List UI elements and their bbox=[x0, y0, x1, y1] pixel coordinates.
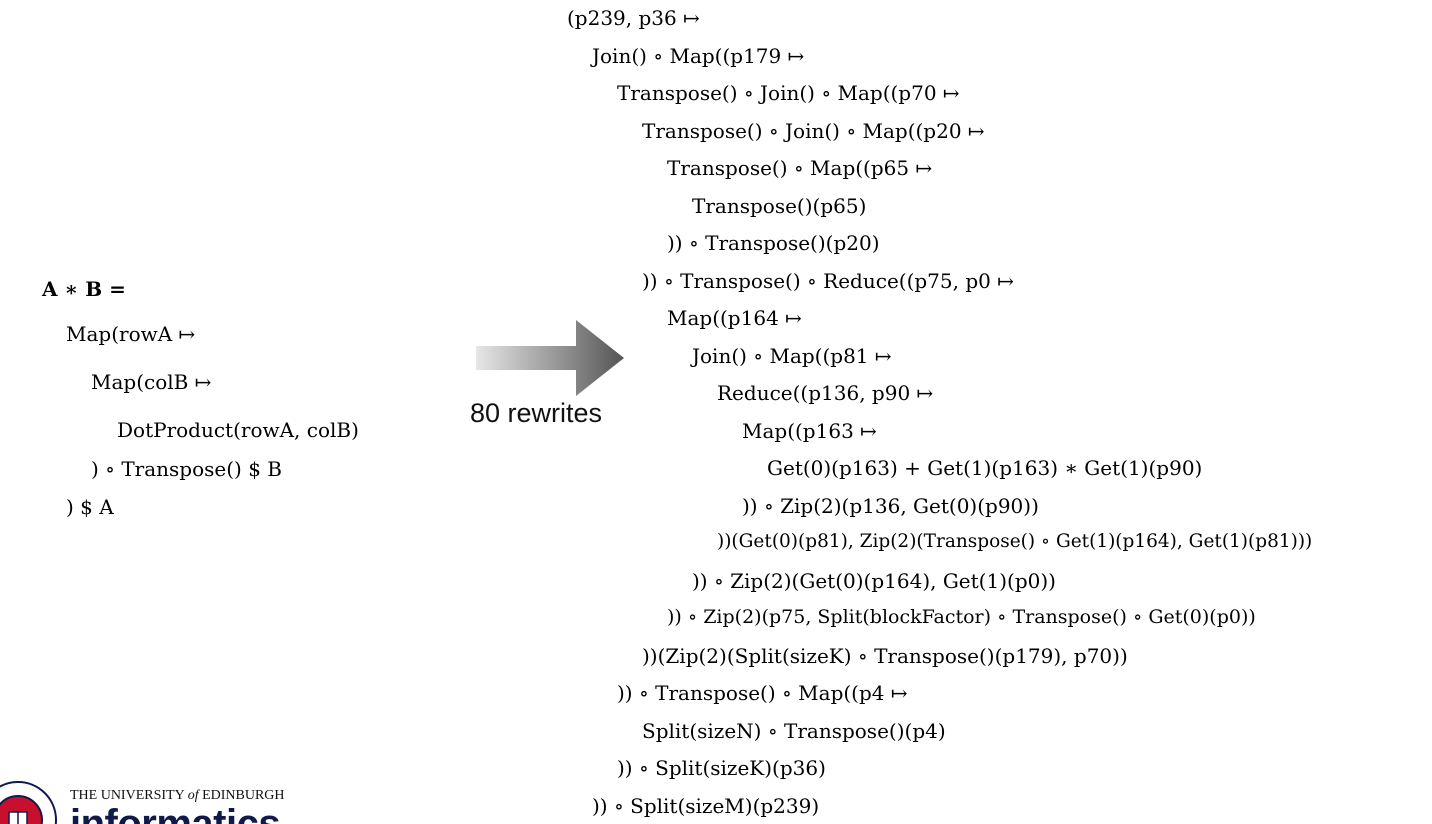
logo-informatics: informatics bbox=[70, 802, 281, 824]
code-line: Transpose()(p65) bbox=[692, 194, 867, 218]
code-line: Map((p164 ↦ bbox=[667, 306, 802, 330]
code-line: )) ∘ Zip(2)(Get(0)(p164), Get(1)(p0)) bbox=[692, 569, 1056, 593]
spec-line: DotProduct(rowA, colB) bbox=[117, 418, 359, 442]
spec-line: ) ∘ Transpose() $ B bbox=[91, 457, 282, 481]
code-line: )) ∘ Transpose()(p20) bbox=[667, 231, 880, 255]
spec-line: Map(rowA ↦ bbox=[66, 322, 196, 346]
code-line: Transpose() ∘ Join() ∘ Map((p20 ↦ bbox=[642, 119, 985, 143]
logo-university-name: THE UNIVERSITY of EDINBURGH bbox=[70, 788, 285, 803]
code-line: Transpose() ∘ Join() ∘ Map((p70 ↦ bbox=[617, 81, 960, 105]
code-line: )) ∘ Zip(2)(p136, Get(0)(p90)) bbox=[742, 494, 1039, 518]
code-line: Get(0)(p163) + Get(1)(p163) ∗ Get(1)(p90… bbox=[767, 456, 1203, 480]
code-line: Split(sizeN) ∘ Transpose()(p4) bbox=[642, 719, 946, 743]
code-line: ))(Get(0)(p81), Zip(2)(Transpose() ∘ Get… bbox=[717, 531, 1313, 552]
university-seal-icon bbox=[0, 781, 57, 824]
right-arrow-icon bbox=[476, 320, 624, 396]
code-line: )) ∘ Transpose() ∘ Reduce((p75, p0 ↦ bbox=[642, 269, 1014, 293]
code-line: Map((p163 ↦ bbox=[742, 419, 877, 443]
code-line: )) ∘ Split(sizeM)(p239) bbox=[592, 794, 820, 818]
code-line: )) ∘ Split(sizeK)(p36) bbox=[617, 756, 826, 780]
code-line: )) ∘ Transpose() ∘ Map((p4 ↦ bbox=[617, 681, 908, 705]
code-line: (p239, p36 ↦ bbox=[567, 6, 700, 30]
code-line: )) ∘ Zip(2)(p75, Split(blockFactor) ∘ Tr… bbox=[667, 606, 1256, 628]
code-line: Transpose() ∘ Map((p65 ↦ bbox=[667, 156, 933, 180]
rewrite-count-label: 80 rewrites bbox=[470, 398, 603, 428]
spec-line: Map(colB ↦ bbox=[91, 370, 212, 394]
code-line: Join() ∘ Map((p179 ↦ bbox=[592, 44, 805, 68]
code-line: ))(Zip(2)(Split(sizeK) ∘ Transpose()(p17… bbox=[642, 644, 1128, 668]
code-line: Join() ∘ Map((p81 ↦ bbox=[692, 344, 892, 368]
university-logo: THE UNIVERSITY of EDINBURGH informatics bbox=[0, 780, 330, 824]
spec-line: ) $ A bbox=[66, 495, 114, 519]
code-line: Reduce((p136, p90 ↦ bbox=[717, 381, 934, 405]
spec-line: A ∗ B = bbox=[42, 277, 126, 301]
